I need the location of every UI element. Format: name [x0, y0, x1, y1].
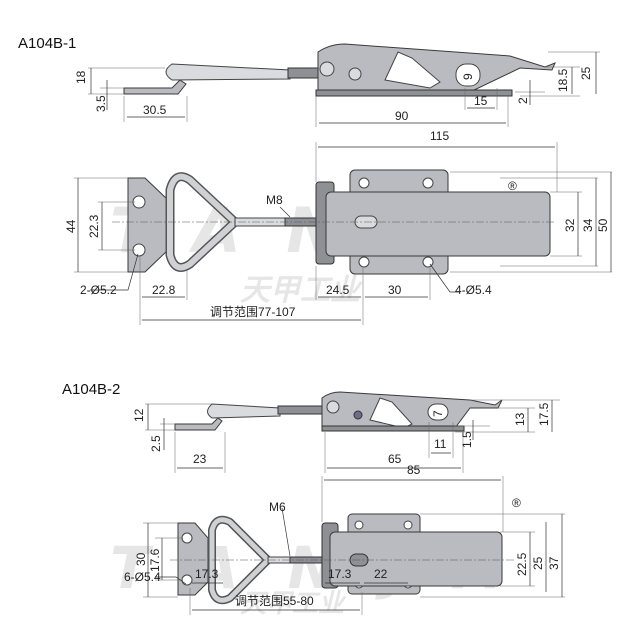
dim-32: 32 — [563, 218, 577, 232]
top-view-a104b-2: 85 M6 30 17.6 22.5 25 37 6-Ø5.4 17.3 17.… — [124, 463, 565, 615]
dim-34: 34 — [581, 218, 595, 232]
hole-callout-2-d5-2: 2-Ø5.2 — [80, 283, 117, 297]
model-title-a104b-2: A104B-2 — [62, 381, 120, 398]
dim-25: 25 — [531, 556, 545, 570]
dim-30-5: 30.5 — [143, 103, 167, 117]
model-title-a104b-1: A104B-1 — [18, 35, 76, 52]
hole-callout-4-d5-4: 4-Ø5.4 — [455, 283, 492, 297]
lever-cutout — [384, 51, 441, 89]
dim-22-8: 22.8 — [152, 283, 176, 297]
dim-17-3-keeper: 17.3 — [195, 567, 219, 581]
thread-label-m8: M8 — [266, 193, 283, 207]
side-view-a104b-1: 18 3.5 30.5 90 15 2 18.5 25 9 — [74, 43, 600, 127]
adjustment-range-77-107: 调节范围77-107 — [210, 305, 296, 319]
lever — [329, 531, 503, 587]
dim-22: 22 — [374, 567, 388, 581]
dim-17-3-latch: 17.3 — [328, 567, 352, 581]
lever — [325, 191, 551, 257]
thread-label-m6: M6 — [269, 500, 286, 514]
dim-85: 85 — [407, 463, 421, 477]
adjustment-range-55-80: 调节范围55-80 — [235, 594, 314, 608]
dim-23: 23 — [193, 452, 207, 466]
dim-7: 7 — [431, 410, 445, 417]
hole-callout-6-d5-4: 6-Ø5.4 — [124, 570, 161, 584]
pivot-pin — [319, 61, 335, 77]
dim-65: 65 — [388, 452, 402, 466]
registered-mark-2: ® — [512, 496, 521, 510]
latch-body — [321, 391, 503, 429]
dim-22-5: 22.5 — [515, 552, 529, 576]
dim-30: 30 — [134, 552, 148, 566]
dim-25: 25 — [579, 66, 593, 80]
base-plate — [315, 89, 513, 97]
dim-1-5: 1.5 — [460, 431, 474, 448]
slot — [455, 63, 481, 87]
hook-rod — [165, 63, 291, 81]
dim-12: 12 — [132, 408, 146, 422]
rivet — [353, 410, 363, 420]
pivot-pin — [326, 400, 340, 414]
dim-13: 13 — [513, 412, 527, 426]
hook-rod — [207, 403, 281, 419]
slot — [427, 403, 449, 421]
keeper-plate — [177, 522, 209, 596]
threaded-rod — [287, 67, 321, 79]
dim-37: 37 — [547, 556, 561, 570]
base-plate — [321, 425, 465, 432]
side-view-a104b-2: 12 2.5 23 65 11 1.5 13 17.5 7 — [132, 391, 560, 473]
dim-18-5: 18.5 — [556, 68, 570, 92]
dim-3-5: 3.5 — [94, 95, 108, 112]
dim-24-5: 24.5 — [326, 283, 350, 297]
watermark-chinese-2: 天甲工业 — [240, 589, 347, 619]
dim-17-5: 17.5 — [537, 402, 551, 426]
hook-plate — [123, 79, 187, 95]
dim-50: 50 — [596, 218, 610, 232]
dim-2: 2 — [516, 97, 530, 104]
dim-44: 44 — [64, 219, 78, 233]
threaded-rod — [277, 405, 323, 415]
dim-115: 115 — [430, 129, 449, 143]
dim-22-3: 22.3 — [87, 214, 101, 238]
rivet — [348, 67, 362, 81]
watermark-chinese-1: 天甲工业 — [240, 273, 363, 308]
dim-2-5: 2.5 — [149, 435, 163, 452]
dim-11: 11 — [434, 437, 447, 451]
dim-15: 15 — [474, 94, 488, 108]
dim-9: 9 — [461, 73, 475, 80]
keeper-plate — [127, 177, 169, 273]
dim-17-6: 17.6 — [148, 548, 162, 572]
registered-marks: ® ® — [508, 179, 521, 510]
latch-body — [317, 43, 556, 93]
dim-30: 30 — [388, 283, 402, 297]
dim-90: 90 — [395, 109, 409, 123]
registered-mark-1: ® — [508, 179, 517, 193]
dim-18: 18 — [74, 70, 88, 84]
hook-plate — [174, 417, 223, 431]
top-view-a104b-1: 115 M8 44 22.3 32 34 50 2-Ø5.2 22.8 24.5… — [64, 129, 612, 325]
